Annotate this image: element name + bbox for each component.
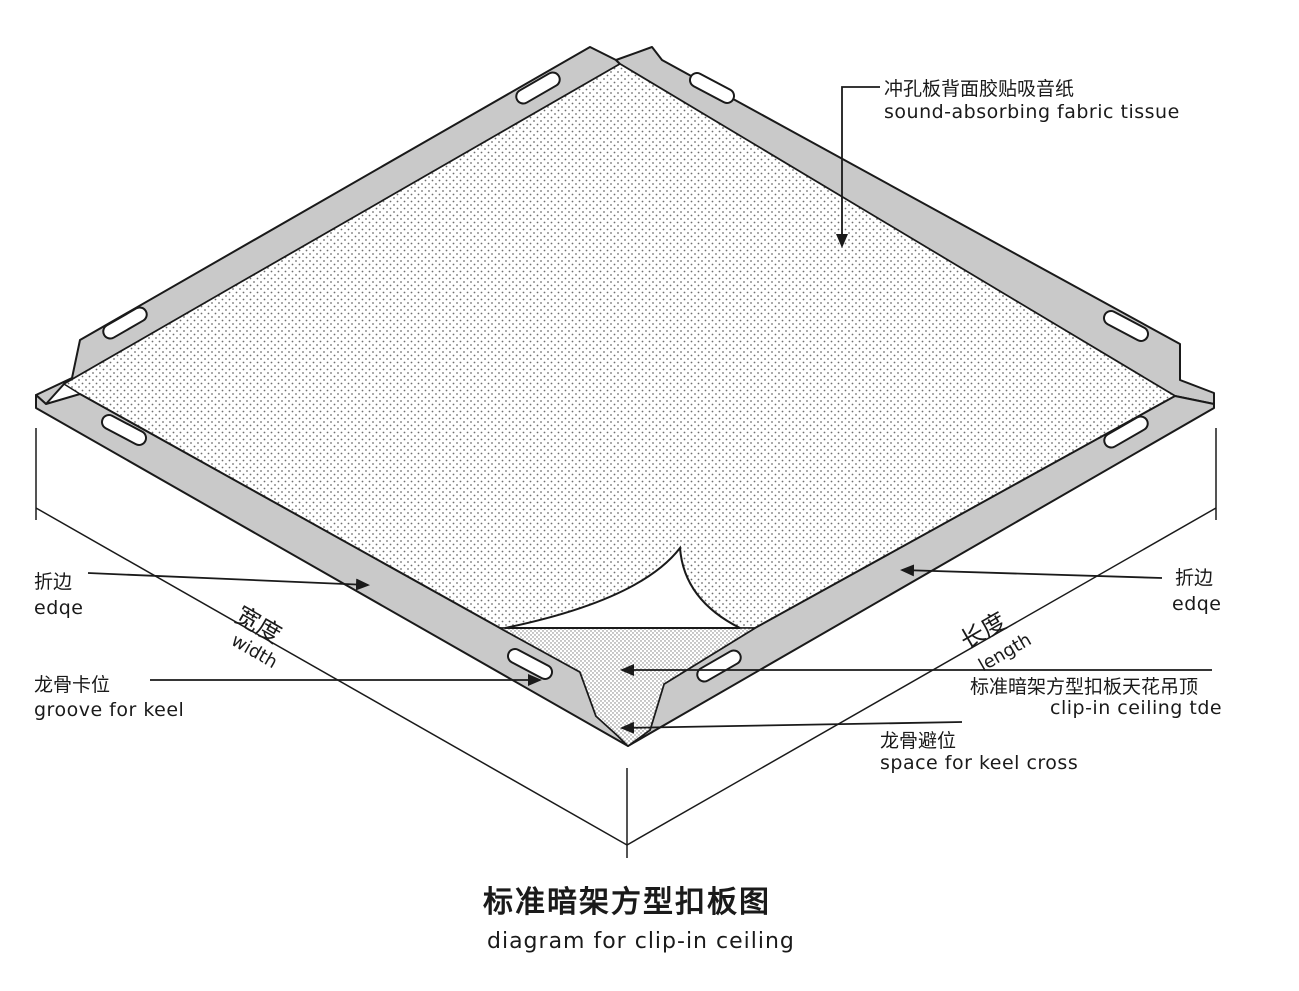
tile-label-en: clip-in ceiling tde	[1050, 697, 1223, 719]
tile-label-zh: 标准暗架方型扣板天花吊顶	[970, 676, 1199, 698]
leader-arrows	[87, 86, 1212, 734]
perforated-panel-surface	[62, 63, 1177, 629]
keel-space-label-en: space for keel cross	[880, 752, 1079, 774]
edge-right-label-en: edqe	[1172, 593, 1222, 615]
diagram-title-en: diagram for clip-in ceiling	[487, 929, 795, 954]
fabric-backing-corner	[499, 627, 758, 747]
keel-groove-label-en: groove for keel	[34, 699, 185, 721]
edge-right-label-zh: 折边	[1175, 567, 1214, 589]
fabric-label-zh: 冲孔板背面胶贴吸音纸	[884, 78, 1075, 100]
fabric-label-en: sound-absorbing fabric tissue	[884, 101, 1180, 123]
keel-groove-label-zh: 龙骨卡位	[34, 674, 111, 696]
edge-left-label-zh: 折边	[34, 571, 73, 593]
dimension-lines	[35, 428, 1217, 858]
diagram-title-zh: 标准暗架方型扣板图	[483, 885, 771, 920]
peeled-fabric-flap	[504, 545, 741, 629]
keel-space-label-zh: 龙骨避位	[880, 730, 957, 752]
keel-slots	[100, 71, 1150, 683]
edge-left-label-en: edqe	[34, 597, 84, 619]
